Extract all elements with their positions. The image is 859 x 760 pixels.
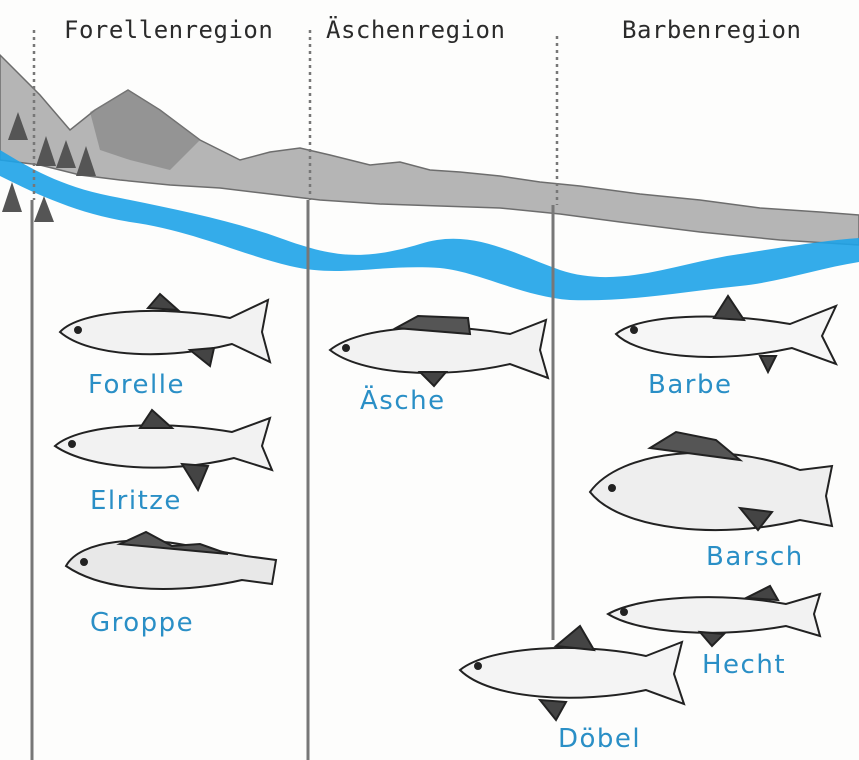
barbe-fish	[616, 296, 836, 372]
barsch-fish	[590, 432, 832, 530]
hecht-fish	[608, 586, 820, 646]
region-title-barbenregion: Barbenregion	[622, 16, 801, 44]
groppe-fish	[66, 532, 276, 589]
label-aesche: Äsche	[360, 386, 446, 416]
label-barsch: Barsch	[706, 542, 804, 572]
elritze-fish	[55, 410, 272, 490]
region-title-forellenregion: Forellenregion	[64, 16, 273, 44]
label-doebel: Döbel	[558, 724, 641, 754]
label-barbe: Barbe	[648, 370, 732, 400]
label-groppe: Groppe	[90, 608, 194, 638]
region-title-aeschenregion: Äschenregion	[326, 16, 505, 44]
label-hecht: Hecht	[702, 650, 786, 680]
label-elritze: Elritze	[90, 486, 182, 516]
aesche-fish	[330, 316, 548, 386]
doebel-fish	[460, 626, 684, 720]
label-forelle: Forelle	[88, 370, 185, 400]
forelle-fish	[60, 294, 270, 366]
